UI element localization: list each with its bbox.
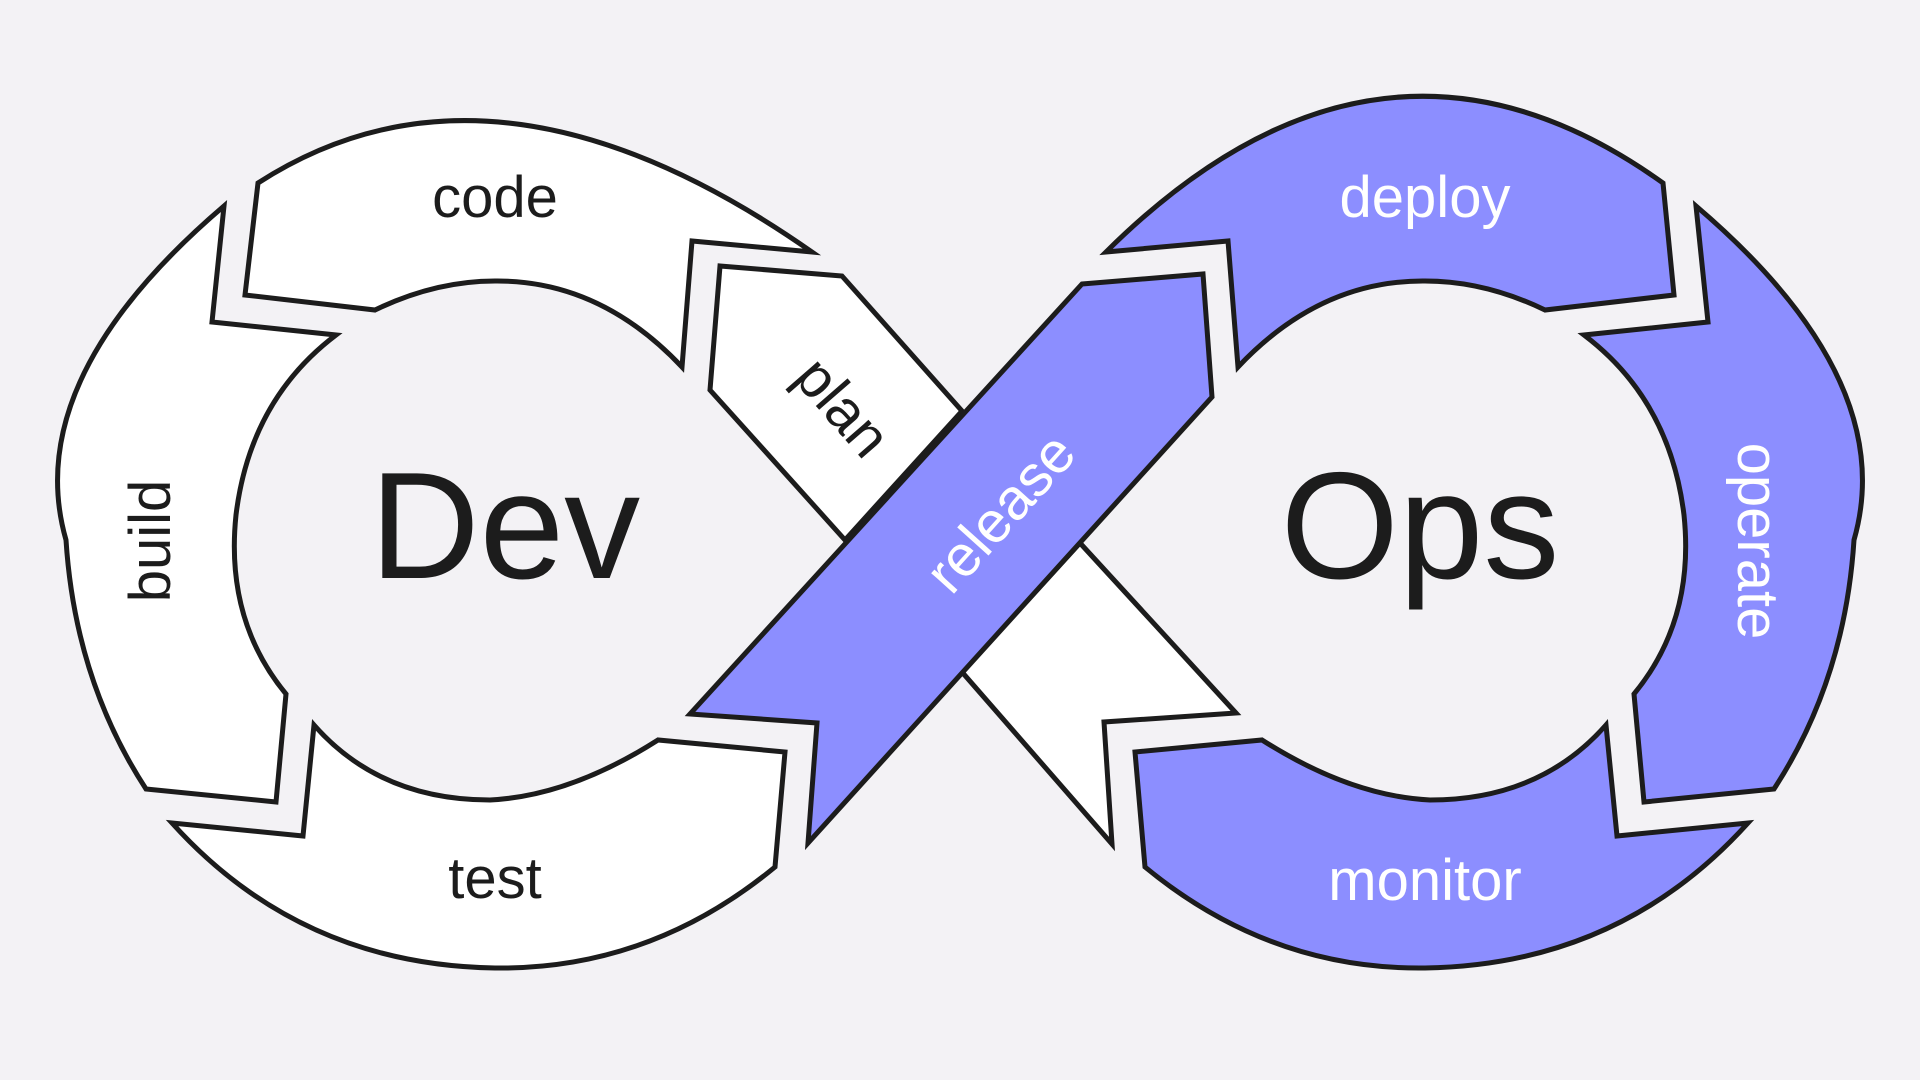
stage-monitor-segment [1132,719,1755,971]
stage-test-label: test [448,846,542,911]
stage-build-label: build [118,480,183,603]
ops-title: Ops [1281,441,1560,611]
stage-plan-segment [707,263,966,544]
stage-build-segment [55,200,343,805]
stage-monitor-label: monitor [1328,848,1521,913]
stage-test-segment [165,719,788,971]
stage-deploy-label: deploy [1340,165,1511,230]
stage-code-segment [242,118,822,373]
dev-title: Dev [370,441,640,611]
stage-deploy-segment [1099,93,1677,373]
stage-operate-segment [1577,200,1865,805]
stage-operate-label: operate [1725,443,1790,640]
stage-code-label: code [432,165,558,230]
stage-release-segment [684,271,1215,851]
